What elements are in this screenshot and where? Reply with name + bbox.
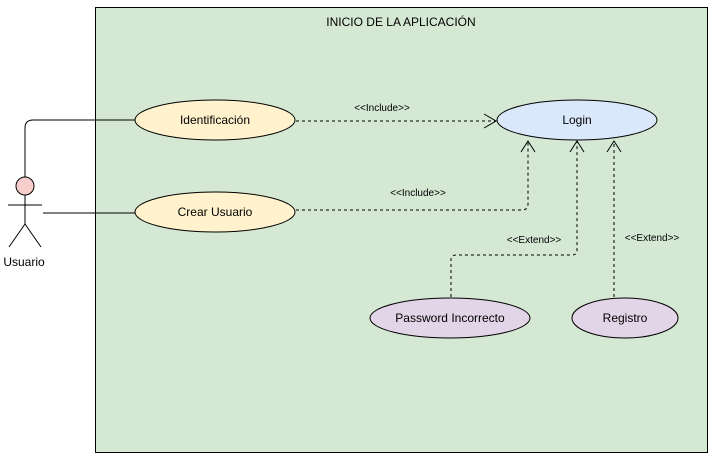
- extend-arrowhead-password: [569, 140, 585, 153]
- use-case-crear-usuario[interactable]: Crear Usuario: [134, 191, 296, 233]
- use-case-identificacion-shape: [134, 99, 296, 141]
- association-identificacion: [24, 119, 135, 177]
- use-case-identificacion[interactable]: Identificación: [134, 99, 296, 141]
- include-label-identificacion: <<Include>>: [354, 103, 410, 114]
- include-edge-crear-usuario: [296, 141, 529, 211]
- use-case-crear-usuario-label: Crear Usuario: [178, 205, 253, 219]
- use-case-registro-shape: [571, 297, 679, 339]
- actor-right-leg: [24, 223, 42, 248]
- use-case-password-incorrecto-label: Password Incorrecto: [395, 311, 505, 325]
- include-label-crear-usuario: <<Include>>: [390, 188, 446, 199]
- actor-label: Usuario: [3, 255, 45, 269]
- actor-head: [15, 176, 35, 196]
- use-case-password-incorrecto[interactable]: Password Incorrecto: [369, 297, 531, 339]
- actor-usuario[interactable]: Usuario: [3, 176, 45, 269]
- use-case-registro-label: Registro: [603, 311, 648, 325]
- include-arrowhead-identificacion: [483, 113, 497, 129]
- use-case-password-incorrecto-shape: [369, 297, 531, 339]
- extend-label-registro: <<Extend>>: [625, 233, 680, 244]
- use-case-identificacion-label: Identificación: [180, 113, 250, 127]
- use-case-login[interactable]: Login: [496, 99, 658, 141]
- system-title: INICIO DE LA APLICACIÓN: [326, 14, 475, 29]
- use-case-crear-usuario-shape: [134, 191, 296, 233]
- extend-label-password: <<Extend>>: [507, 235, 562, 246]
- include-arrowhead-crear-usuario: [520, 140, 536, 153]
- use-case-login-label: Login: [562, 113, 591, 127]
- use-case-login-shape: [496, 99, 658, 141]
- extend-edge-password: [450, 141, 578, 297]
- extend-arrowhead-registro: [606, 140, 622, 153]
- actor-left-leg: [8, 223, 26, 248]
- use-case-registro[interactable]: Registro: [571, 297, 679, 339]
